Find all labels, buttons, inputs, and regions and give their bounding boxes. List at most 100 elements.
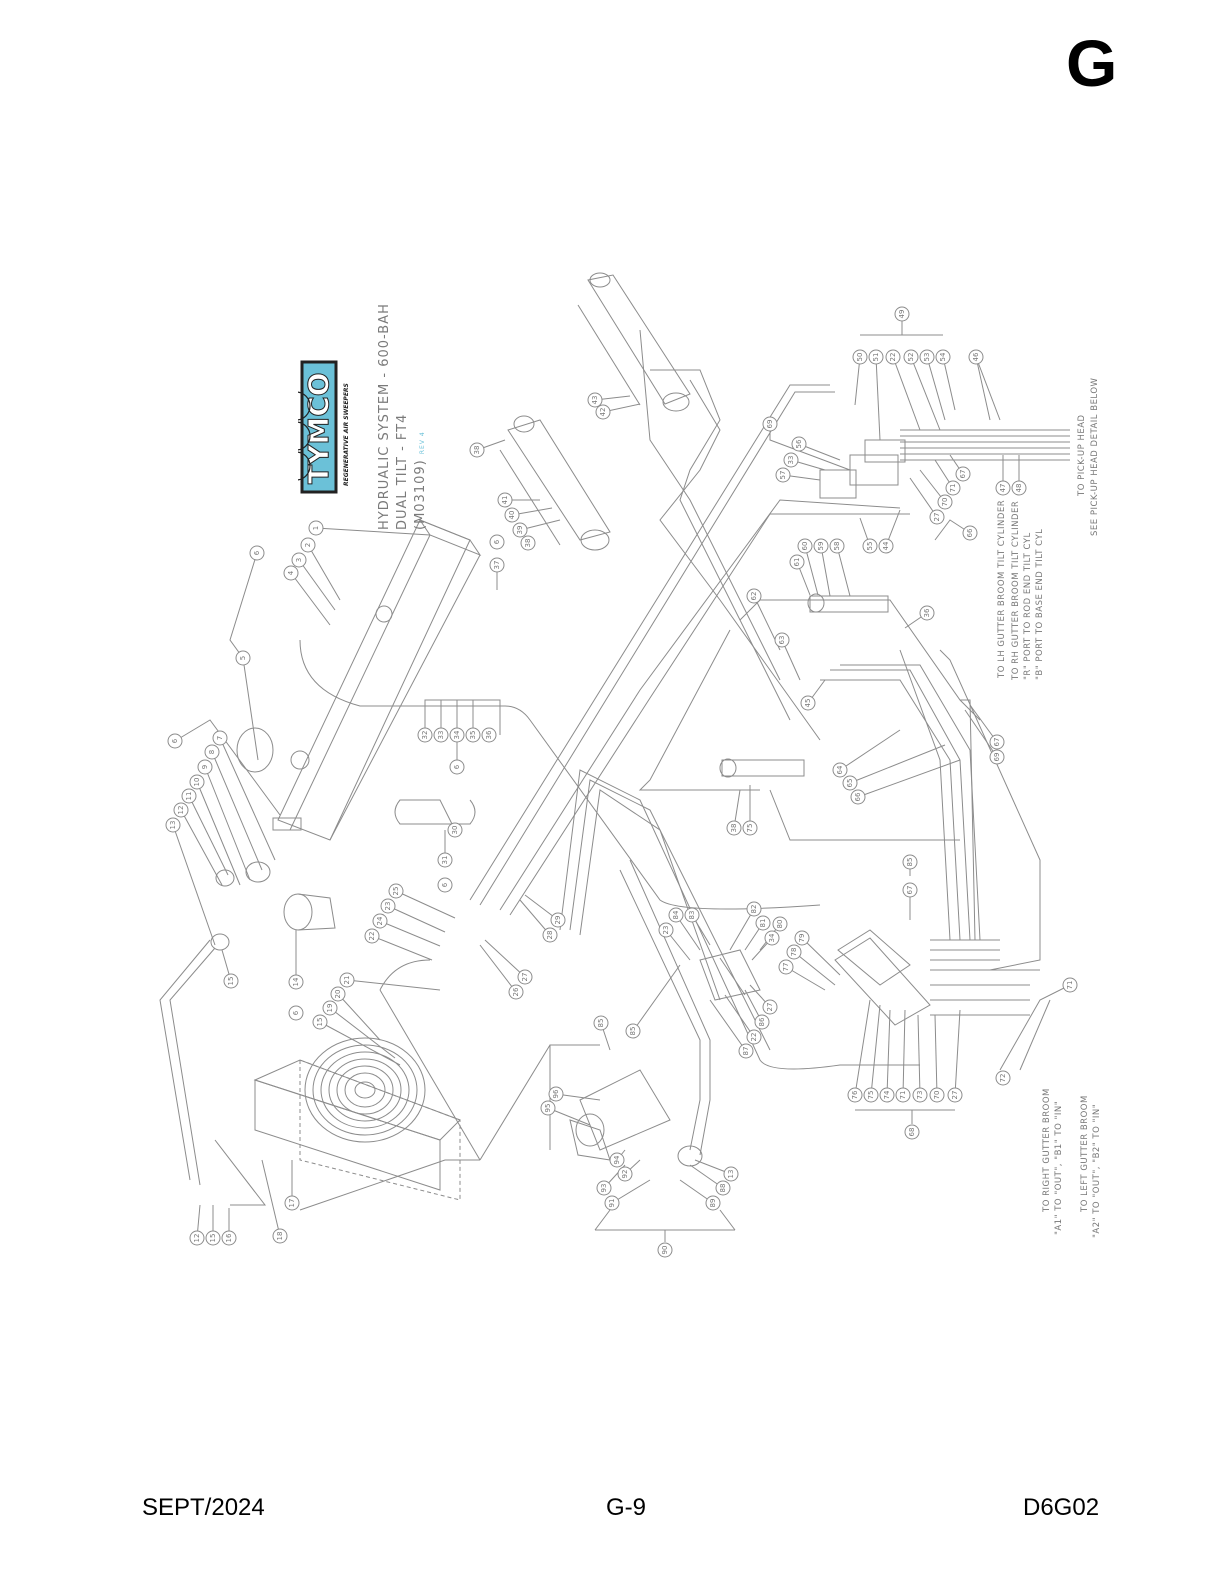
callout-balloon: 69 <box>762 416 778 432</box>
callout-circle <box>380 898 396 914</box>
callout-number: 63 <box>778 636 786 645</box>
drawing-title-block: HYDRUALIC SYSTEM - 600-BAH DUAL TILT - F… <box>376 303 430 530</box>
callout-circle <box>587 392 603 408</box>
callout-number: 72 <box>999 1074 1007 1083</box>
callout-balloon: 27 <box>929 509 945 525</box>
callout-circle <box>929 509 945 525</box>
callout-number: 75 <box>746 824 754 833</box>
callout-circle <box>903 349 919 365</box>
callout-circle <box>283 565 299 581</box>
callout-number: 16 <box>225 1233 233 1242</box>
callout-circle <box>813 538 829 554</box>
callout-number: 35 <box>469 731 477 740</box>
callout-circle <box>912 1087 928 1103</box>
callout-balloon: 5 <box>235 650 251 666</box>
callout-number: 32 <box>421 731 429 740</box>
callout-number: 67 <box>959 470 967 479</box>
callout-circle <box>989 749 1005 765</box>
callout-circle <box>863 1087 879 1103</box>
callout-circle <box>968 349 984 365</box>
callout-circle <box>212 730 228 746</box>
callout-balloon: 68 <box>904 1124 920 1140</box>
callout-balloon: 15 <box>312 1014 328 1030</box>
callout-number: 10 <box>193 778 201 787</box>
callout-circle <box>955 466 971 482</box>
callout-circle <box>235 650 251 666</box>
callout-circle <box>842 775 858 791</box>
callout-circle <box>797 538 813 554</box>
callout-circle <box>684 907 700 923</box>
callout-number: 38 <box>524 539 532 548</box>
callout-balloon: 66 <box>962 525 978 541</box>
callout-number: 57 <box>779 471 787 480</box>
note-right-broom-ports: "A1" TO "OUT", "B1" TO "IN" <box>1054 1100 1064 1235</box>
control-valve <box>699 439 931 1026</box>
callout-number: 9 <box>201 765 209 769</box>
callout-number: 71 <box>949 484 957 493</box>
callout-number: 58 <box>833 542 841 551</box>
callout-number: 33 <box>787 456 795 465</box>
section-letter: G <box>1066 26 1118 100</box>
callout-number: 69 <box>993 753 1001 762</box>
callout-circle <box>800 695 816 711</box>
callout-balloon: 65 <box>842 775 858 791</box>
callout-balloon: 67 <box>955 466 971 482</box>
callout-number: 87 <box>742 1047 750 1056</box>
callout-number: 11 <box>185 792 193 801</box>
callout-number: 44 <box>882 541 890 550</box>
callout-balloon: 46 <box>968 349 984 365</box>
logo-tagline: REGENERATIVE AIR SWEEPERS <box>343 383 350 486</box>
callout-circle <box>723 1166 739 1182</box>
callout-balloon: 36 <box>919 605 935 621</box>
callout-circle <box>437 852 453 868</box>
callout-balloon: 42 <box>595 404 611 420</box>
callout-number: 68 <box>908 1128 916 1137</box>
callout-number: 85 <box>629 1027 637 1036</box>
callout-number: 4 <box>287 570 295 575</box>
callout-number: 8 <box>208 750 216 754</box>
callout-number: 52 <box>907 353 915 362</box>
callout-number: 7 <box>216 736 224 740</box>
callout-number: 6 <box>292 1010 300 1015</box>
callout-balloon: 23 <box>658 922 674 938</box>
callout-number: 66 <box>966 528 974 537</box>
callout-balloon: 27 <box>947 1087 963 1103</box>
callout-balloon: 71 <box>895 1087 911 1103</box>
callout-balloon: 51 <box>868 349 884 365</box>
callout-circle <box>989 734 1005 750</box>
callout-number: 38 <box>473 446 481 455</box>
callout-circle <box>668 907 684 923</box>
callout-number: 12 <box>193 1234 201 1243</box>
callout-circle <box>465 727 481 743</box>
callout-balloon: 30 <box>447 822 463 838</box>
callout-circle <box>489 534 505 550</box>
callout-circle <box>774 632 790 648</box>
callout-number: 89 <box>709 1199 717 1208</box>
note-r-port: "R" PORT TO ROD END TILT CYL <box>1023 532 1033 680</box>
callout-number: 95 <box>544 1104 552 1113</box>
callout-balloon: 76 <box>847 1087 863 1103</box>
callout-circle <box>288 974 304 990</box>
revision-label: REV 4 <box>419 431 426 455</box>
callout-circle <box>738 1043 754 1059</box>
callout-circle <box>284 1195 300 1211</box>
callout-balloon: 50 <box>852 349 868 365</box>
callout-balloon: 57 <box>775 467 791 483</box>
callout-balloon: 22 <box>885 349 901 365</box>
oil-cooler <box>253 1037 461 1201</box>
callout-circle <box>746 1029 762 1045</box>
callout-balloon: 81 <box>755 915 771 931</box>
callout-number: 91 <box>608 1199 616 1208</box>
callout-number: 33 <box>437 731 445 740</box>
callout-balloon: 16 <box>221 1230 237 1246</box>
callout-number: 96 <box>552 1089 560 1098</box>
callout-balloon: 9 <box>197 759 213 775</box>
drawing-title-line-2: DUAL TILT - FT4 <box>395 413 410 530</box>
callout-circle <box>481 727 497 743</box>
callout-number: 22 <box>368 932 376 941</box>
callout-number: 24 <box>376 916 384 925</box>
callout-balloon: 75 <box>742 820 758 836</box>
callout-circle <box>947 1087 963 1103</box>
callout-balloon: 38 <box>520 535 536 551</box>
